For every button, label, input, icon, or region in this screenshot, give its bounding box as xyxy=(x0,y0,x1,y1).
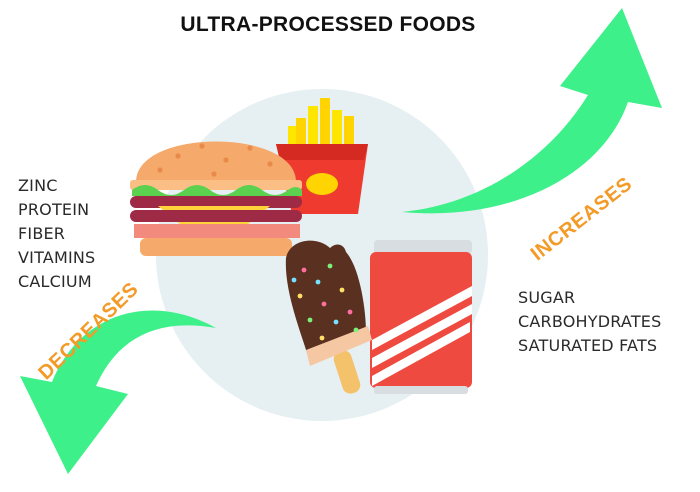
soda-can-icon xyxy=(370,240,472,394)
burger-icon xyxy=(130,141,302,256)
decreases-list: ZINC PROTEIN FIBER VITAMINS CALCIUM xyxy=(18,174,95,294)
decreases-item: CALCIUM xyxy=(18,272,92,291)
french-fries-icon xyxy=(276,98,368,214)
increases-list: SUGAR CARBOHYDRATES SATURATED FATS xyxy=(518,286,661,358)
increases-item: CARBOHYDRATES xyxy=(518,312,662,331)
decreases-item: VITAMINS xyxy=(18,248,96,267)
ice-cream-bar-icon xyxy=(285,240,372,394)
increases-item: SUGAR xyxy=(518,288,576,307)
page-title: ULTRA-PROCESSED FOODS xyxy=(180,13,476,36)
increases-item: SATURATED FATS xyxy=(518,336,658,355)
increases-arrow xyxy=(402,8,662,214)
decreases-item: FIBER xyxy=(18,224,66,243)
decreases-item: ZINC xyxy=(18,176,58,195)
decreases-arrow xyxy=(20,310,216,474)
decreases-item: PROTEIN xyxy=(18,200,90,219)
